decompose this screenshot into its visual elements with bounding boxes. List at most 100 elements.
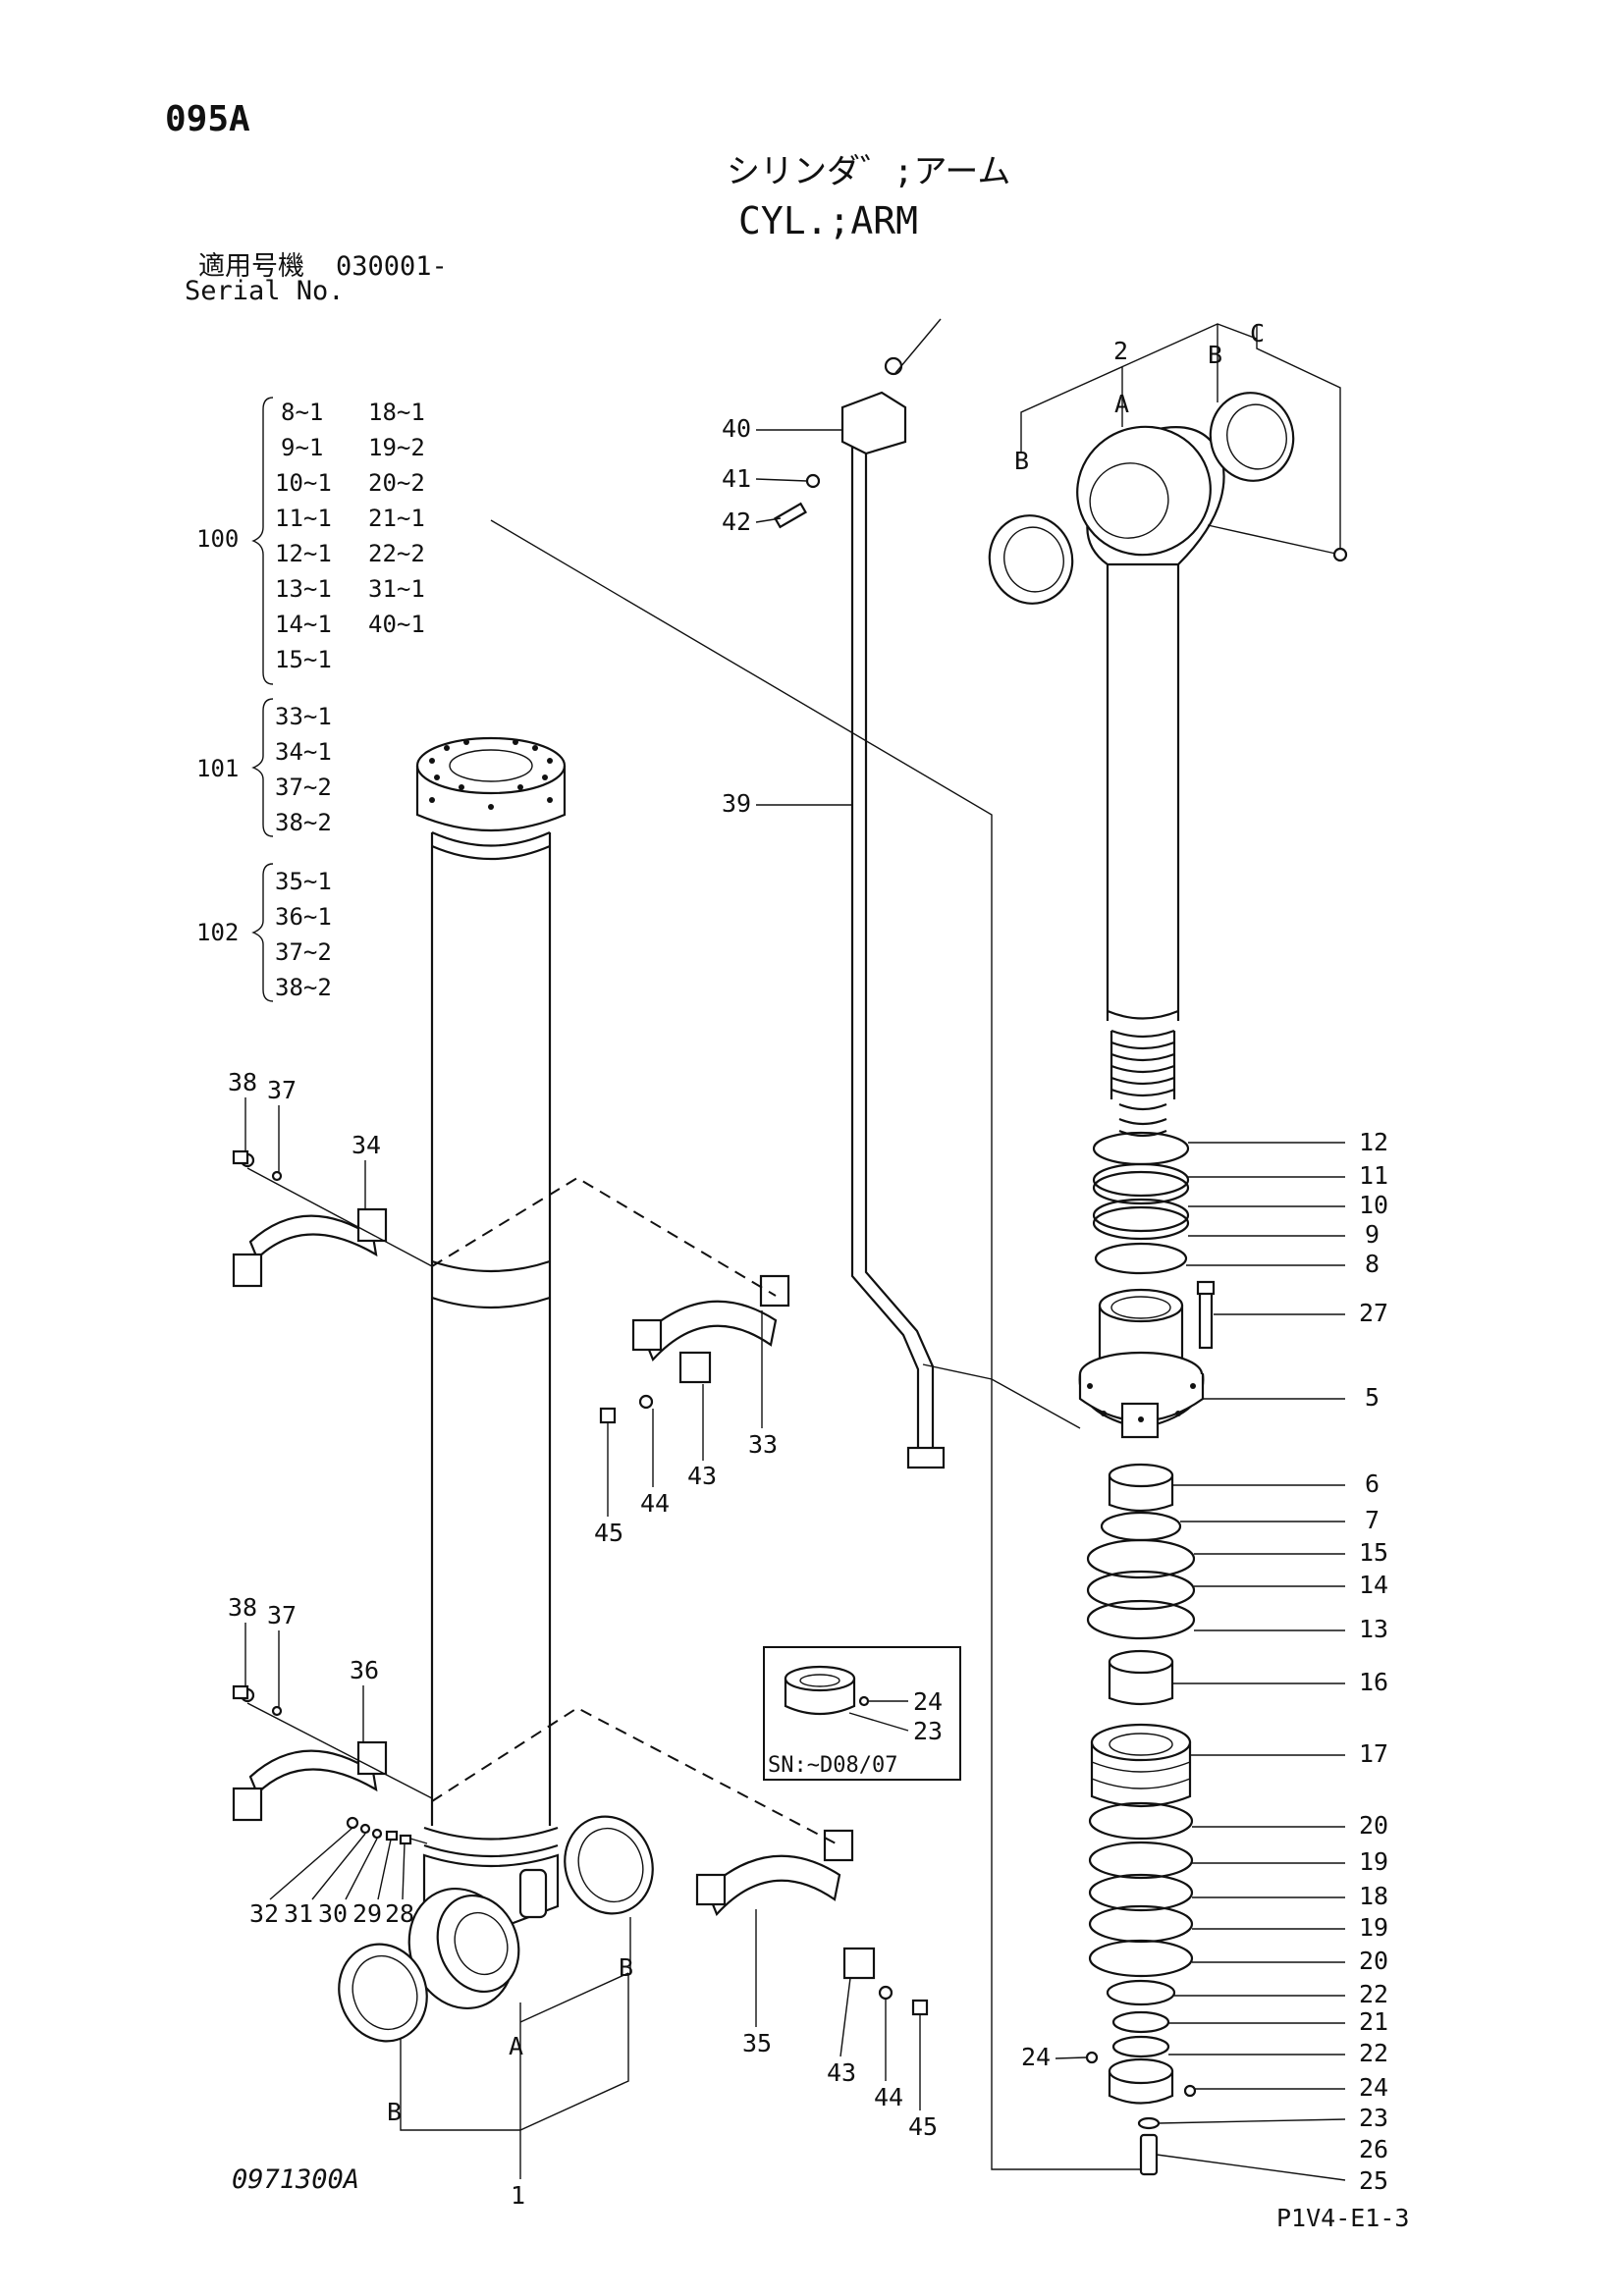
kit-101-item: 34~1 [275,738,332,766]
label-29: 29 [352,1899,382,1928]
label-34: 34 [352,1131,381,1159]
page-code: 095A [165,99,250,139]
serial-label-japanese: 適用号機 [198,251,304,282]
label-21: 21 [1359,2007,1388,2036]
label-13: 13 [1359,1615,1388,1643]
label-7: 7 [1365,1506,1380,1534]
label-35: 35 [742,2029,772,2057]
kit-100-item: 10~1 [275,469,332,497]
kit-100-item: 14~1 [275,611,332,638]
kit-100-item: 22~2 [368,540,425,567]
kit-100-item: 19~2 [368,434,425,461]
kit-101-item: 37~2 [275,774,332,801]
label-32: 32 [249,1899,279,1928]
label-1: 1 [511,2181,525,2210]
label-17: 17 [1359,1739,1388,1768]
label-41: 41 [722,464,751,493]
kit-101-brace [251,698,274,837]
page-id: P1V4-E1-3 [1276,2204,1410,2232]
label-33: 33 [748,1430,778,1459]
label-11: 11 [1359,1161,1388,1190]
label-b-rod-right: B [1208,341,1222,369]
kit-100-id: 100 [196,525,239,553]
kit-100-item: 11~1 [275,505,332,532]
label-24b: 24 [1021,2043,1051,2071]
kit-101: 101 33~1 34~1 37~2 38~2 [196,698,332,837]
label-22b: 22 [1359,2039,1388,2067]
label-28: 28 [385,1899,414,1928]
kit-100-item: 20~2 [368,469,425,497]
label-43b: 43 [827,2058,856,2087]
clamp-upper-33 [599,1274,790,1424]
kit-100-item: 12~1 [275,540,332,567]
clamp-upper-34 [232,1149,433,1288]
label-15: 15 [1359,1538,1388,1567]
kit-100-item: 40~1 [368,611,425,638]
label-20a: 20 [1359,1811,1388,1840]
seal-stack [1078,1131,1216,2176]
kit-102-item: 38~2 [275,974,332,1001]
label-31: 31 [284,1899,313,1928]
cylinder-tube [269,736,654,2179]
label-16: 16 [1359,1668,1388,1696]
kit-100-brace [251,397,274,685]
label-36: 36 [350,1656,379,1684]
label-24a: 24 [1359,2073,1388,2102]
inset-serial-note: SN:~D08/07 [768,1753,897,1778]
label-45a: 45 [594,1519,623,1547]
label-18: 18 [1359,1882,1388,1910]
label-10: 10 [1359,1191,1388,1219]
label-b-tube-left: B [387,2098,402,2126]
label-a-rod: A [1114,390,1129,418]
kit-102-id: 102 [196,919,239,946]
kit-100-item: 9~1 [281,434,323,461]
clamp-lower-35 [695,1829,929,2016]
label-22a: 22 [1359,1980,1388,2008]
label-38a: 38 [228,1068,257,1096]
label-c: C [1250,319,1265,347]
label-27: 27 [1359,1299,1388,1327]
kit-100-item: 31~1 [368,575,425,603]
serial-label-english: Serial No. [185,276,345,306]
inset-label-24: 24 [913,1687,943,1716]
label-b-tube-right: B [619,1953,633,1982]
label-39: 39 [722,789,751,818]
kit-100-item: 18~1 [368,399,425,426]
label-5: 5 [1365,1383,1380,1412]
label-44a: 44 [640,1489,670,1518]
kit-100-item: 21~1 [368,505,425,532]
label-37b: 37 [267,1601,297,1629]
kit-100-item: 8~1 [281,399,323,426]
inset-label-23: 23 [913,1717,943,1745]
cylinder-rod [988,323,1348,1138]
kit-100: 100 8~1 18~1 9~1 19~2 10~1 20~2 11~1 21~… [196,397,425,685]
title-english: CYL.;ARM [738,199,919,242]
label-a-tube: A [509,2032,523,2060]
kit-102: 102 35~1 36~1 37~2 38~2 [196,863,332,1002]
label-43a: 43 [687,1462,717,1490]
label-b-rod-left: B [1014,447,1029,475]
part-labels: 2 A B C B 40 41 42 39 12 11 10 9 8 27 5 … [228,319,1388,2210]
label-38b: 38 [228,1593,257,1622]
figure-id: 0971300A [232,2164,360,2195]
kit-101-id: 101 [196,755,239,782]
kit-101-item: 38~2 [275,809,332,836]
label-30: 30 [318,1899,348,1928]
label-2: 2 [1113,337,1128,365]
label-20b: 20 [1359,1947,1388,1975]
label-23: 23 [1359,2104,1388,2132]
label-14: 14 [1359,1571,1388,1599]
label-8: 8 [1365,1250,1380,1278]
pipe-assembly [774,318,946,1469]
serial-number-value: 030001- [336,251,448,282]
label-12: 12 [1359,1128,1388,1156]
inset-nut-variant: 24 23 SN:~D08/07 [763,1646,961,1781]
kit-102-item: 36~1 [275,903,332,931]
label-25: 25 [1359,2166,1388,2195]
label-26: 26 [1359,2135,1388,2163]
label-45b: 45 [908,2112,938,2141]
label-37a: 37 [267,1076,297,1104]
label-40: 40 [722,414,751,443]
kit-100-item: 15~1 [275,646,332,673]
